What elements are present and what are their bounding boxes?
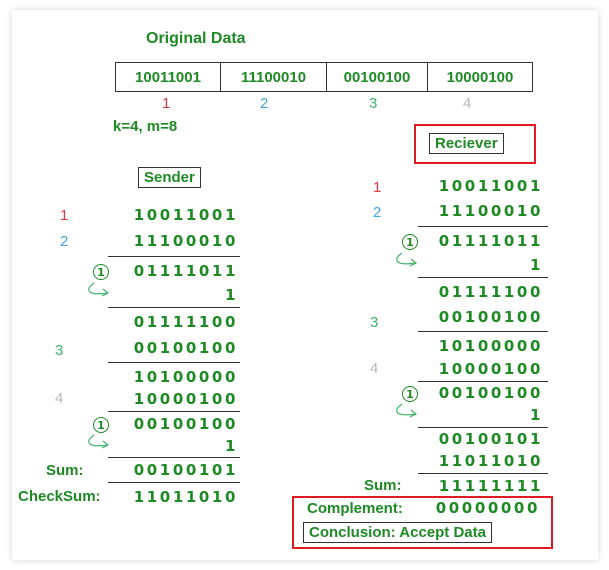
receiver-row-2: 11100010 [438,202,543,220]
receiver-index-2: 2 [373,204,382,221]
conclusion-label: Conclusion: Accept Data [303,522,492,543]
complement-label: Complement: [307,500,403,517]
sender-carry-arrow-2 [88,434,110,449]
receiver-label: Reciever [429,133,504,154]
sender-row-5: 01111100 [133,313,238,331]
receiver-carry-arrow-1 [396,252,418,267]
receiver-sum-line-1 [418,226,548,227]
receiver-carry-circle-1: 1 [402,234,418,250]
sender-carry-circle-1: 1 [93,264,109,280]
receiver-sum-value: 11111111 [438,477,543,495]
receiver-carry-arrow-2 [396,403,418,418]
receiver-row-6: 00100100 [438,308,543,326]
receiver-sum-label: Sum: [364,477,402,494]
sender-index-3: 3 [55,342,64,359]
sender-sum-line-3 [108,362,240,363]
sender-row-2: 11100010 [133,232,238,250]
data-segment-4: 10000100 [427,62,533,92]
receiver-row-8: 10000100 [438,360,543,378]
complement-value: 00000000 [435,499,540,517]
sender-carry-circle-2: 1 [93,417,109,433]
sender-row-6: 00100100 [133,339,238,357]
receiver-label-highlight [414,124,536,164]
receiver-checksum-value: 11011010 [438,452,543,470]
receiver-sum-line-3 [418,331,548,332]
sender-row-10: 1 [224,437,238,455]
sender-index-1: 1 [60,207,69,224]
sender-sum-line-6 [108,482,240,483]
segment-index-1: 1 [162,95,171,112]
receiver-row-4: 1 [529,256,543,274]
receiver-row-1: 10011001 [438,177,543,195]
data-segment-1: 10011001 [115,62,221,92]
receiver-row-7: 10100000 [438,337,543,355]
sender-sum-value: 00100101 [133,461,238,479]
sender-sum-line-1 [108,256,240,257]
receiver-carry-circle-2: 1 [402,386,418,402]
sender-sum-line-5 [108,457,240,458]
receiver-index-3: 3 [370,314,379,331]
receiver-row-11: 00100101 [438,430,543,448]
data-segment-2: 11100010 [220,62,327,92]
data-segment-3: 00100100 [326,62,428,92]
receiver-sum-line-2 [418,277,548,278]
receiver-index-4: 4 [370,360,379,377]
parameters-label: k=4, m=8 [113,118,178,135]
sender-sum-line-2 [108,307,240,308]
sender-index-4: 4 [55,390,64,407]
sender-checksum-value: 11011010 [133,488,238,506]
sender-row-7: 10100000 [133,368,238,386]
sender-row-3: 01111011 [133,262,238,280]
sender-carry-arrow-1 [88,282,110,297]
receiver-sum-line-6 [418,473,548,474]
sender-sum-label: Sum: [46,462,84,479]
receiver-row-3: 01111011 [438,232,543,250]
sender-checksum-label: CheckSum: [18,488,101,505]
sender-row-8: 10000100 [133,390,238,408]
segment-index-3: 3 [369,95,378,112]
sender-label: Sender [138,167,201,188]
receiver-sum-line-5 [418,427,548,428]
receiver-result-highlight [292,496,553,549]
diagram-title: Original Data [146,30,246,47]
sender-row-4: 1 [224,286,238,304]
diagram-panel [12,10,598,560]
receiver-row-5: 01111100 [438,283,543,301]
segment-index-4: 4 [463,95,472,112]
sender-row-9: 00100100 [133,415,238,433]
receiver-index-1: 1 [373,179,382,196]
sender-index-2: 2 [60,233,69,250]
receiver-sum-line-4 [418,381,548,382]
sender-sum-line-4 [108,411,240,412]
receiver-row-9: 00100100 [438,384,543,402]
segment-index-2: 2 [260,95,269,112]
sender-row-1: 10011001 [133,206,238,224]
receiver-row-10: 1 [529,406,543,424]
